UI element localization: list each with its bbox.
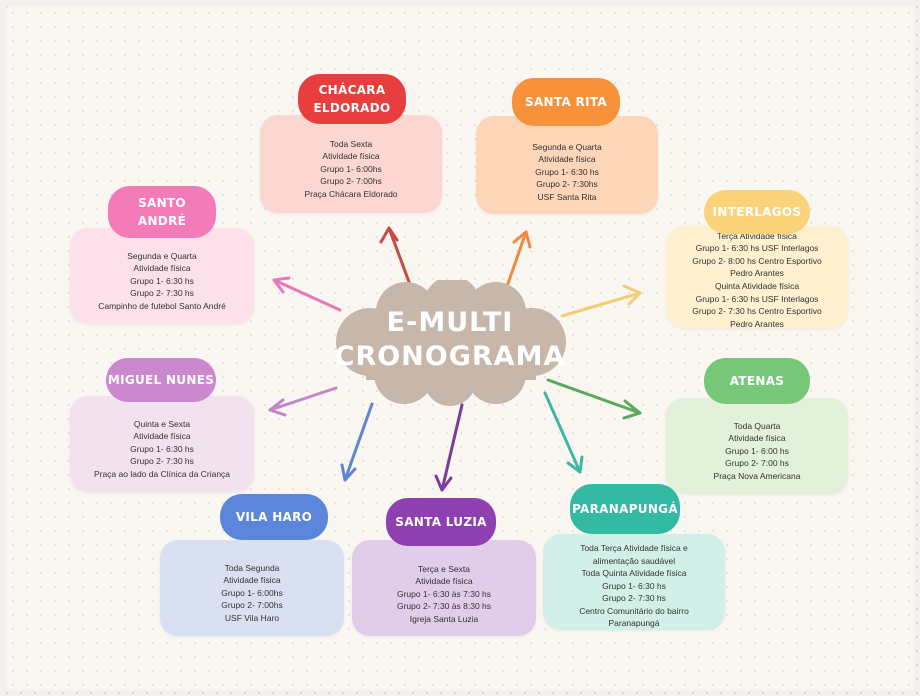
card-line: Atividade física (133, 263, 191, 274)
card-line: Grupo 2- 7:30 hs (130, 456, 194, 467)
card-line: Grupo 1- 6:30 às 7:30 hs (396, 588, 492, 599)
card-line: Grupo 1- 6:00hs (221, 587, 283, 598)
tag-interlagos: INTERLAGOS (704, 190, 810, 234)
card-line: Atividade física (133, 431, 191, 442)
card-line: Grupo 2- 7:00hs (320, 176, 382, 187)
card-santa-rita: Segunda e Quarta Atividade física Grupo … (476, 116, 658, 214)
card-line: Segunda e Quarta (532, 141, 602, 152)
tag-label: SANTA LUZIA (395, 515, 487, 529)
card-line: Toda Segunda (224, 562, 280, 573)
card-paranapunga: Toda Terça Atividade física e alimentaçã… (543, 534, 725, 630)
tag-label: ATENAS (729, 374, 785, 388)
arrow-to-vila-haro (340, 402, 374, 482)
tag-santa-rita: SANTA RITA (512, 78, 620, 126)
tag-label: ANDRÉ (137, 214, 187, 228)
card-line: Grupo 2- 7:30 às 8:30 hs (396, 601, 492, 612)
card-line: Pedro Arantes (730, 318, 784, 329)
tag-miguel-nunes: MIGUEL NUNES (106, 358, 216, 402)
card-atenas: Toda Quarta Atividade física Grupo 1- 6:… (666, 398, 848, 494)
card-interlagos: Terça Atividade física Grupo 1- 6:30 hs … (666, 226, 848, 329)
card-line: Atividade física (415, 576, 473, 587)
card-line: USF Santa Rita (537, 191, 597, 202)
arrow-to-santa-luzia (434, 403, 464, 492)
tag-label: CHÁCARA (318, 83, 386, 97)
card-line: Grupo 1- 6:00hs (320, 163, 382, 174)
card-line: Paranapungá (608, 618, 660, 629)
card-line: Grupo 2- 8:00 hs Centro Esportivo (692, 255, 822, 266)
card-line: Campinho de futebol Santo André (98, 300, 226, 311)
tag-label: ELDORADO (313, 101, 391, 115)
tag-label: MIGUEL NUNES (107, 373, 215, 387)
card-line: Grupo 2- 7:30 hs Centro Esportivo (692, 306, 822, 317)
card-line: Grupo 2- 7:00hs (221, 600, 283, 611)
card-line: Grupo 1- 6:30 hs (602, 580, 666, 591)
arrow-to-miguel-nunes (268, 386, 338, 417)
center-title-line1: E-MULTI (386, 307, 514, 338)
card-santo-andre: Segunda e Quarta Atividade física Grupo … (70, 228, 254, 324)
card-line: Grupo 1- 6:30 hs (535, 166, 599, 177)
card-line: Praça Nova Americana (713, 470, 801, 481)
card-line: Toda Quarta (733, 420, 781, 431)
card-line: Terça e Sexta (418, 563, 470, 574)
tag-label: PARANAPUNGÁ (572, 502, 678, 516)
card-line: Igreja Santa Luzia (409, 613, 479, 624)
tag-label: INTERLAGOS (712, 205, 802, 219)
card-line: Atividade física (223, 575, 281, 586)
card-line: Grupo 2- 7:30 hs (602, 593, 666, 604)
card-line: Centro Comunitário do bairro (579, 605, 689, 616)
card-line: Segunda e Quarta (127, 250, 197, 261)
tag-label: SANTO (138, 196, 186, 210)
arrow-to-interlagos (560, 284, 642, 318)
card-line: Praça ao lado da Clínica da Criança (93, 468, 231, 479)
arrow-to-santa-rita (503, 230, 532, 294)
card-chacara-eldorado: Toda Sexta Atividade física Grupo 1- 6:0… (260, 115, 442, 213)
tag-vila-haro: VILA HARO (220, 494, 328, 540)
card-line: Grupo 1- 6:30 hs USF Interlagos (695, 293, 819, 304)
tag-label: SANTA RITA (525, 95, 607, 109)
card-miguel-nunes: Quinta e Sexta Atividade física Grupo 1-… (70, 396, 254, 492)
card-line: Terça Atividade física (717, 230, 797, 241)
card-line: Toda Terça Atividade física e (580, 542, 688, 553)
card-line: Quinta e Sexta (133, 418, 191, 429)
card-line: Praça Chácara Eldorado (304, 188, 398, 199)
center-title-line2: CRONOGRAMA (334, 341, 566, 372)
card-line: Grupo 2- 7:30hs (536, 179, 598, 190)
card-line: Grupo 1- 6:30 hs (130, 443, 194, 454)
card-line: Grupo 1- 6:30 hs USF Interlagos (695, 243, 819, 254)
tag-chacara-eldorado: CHÁCARA ELDORADO (298, 74, 406, 124)
card-line: Grupo 1- 6:30 hs (130, 275, 194, 286)
card-line: Toda Sexta (329, 138, 373, 149)
card-line: USF Vila Haro (224, 612, 280, 623)
card-line: Grupo 2- 7:30 hs (130, 288, 194, 299)
tag-atenas: ATENAS (704, 358, 810, 404)
card-line: Atividade física (322, 151, 380, 162)
center-title: E-MULTI CRONOGRAMA (330, 306, 570, 374)
arrow-to-chacara-eldorado (379, 226, 414, 292)
arrow-to-paranapunga (543, 391, 584, 474)
card-santa-luzia: Terça e Sexta Atividade física Grupo 1- … (352, 540, 536, 636)
card-line: alimentação saudável (592, 555, 676, 566)
card-line: Pedro Arantes (730, 268, 784, 279)
tag-santa-luzia: SANTA LUZIA (386, 498, 496, 546)
card-line: Toda Quinta Atividade física (581, 568, 687, 579)
arrow-to-atenas (546, 378, 642, 420)
card-line: Grupo 2- 7:00 hs (725, 458, 789, 469)
tag-label: VILA HARO (235, 510, 313, 524)
center-cloud-shape (336, 280, 566, 406)
card-line: Atividade física (538, 154, 596, 165)
card-line: Grupo 1- 6:00 hs (725, 445, 789, 456)
card-line: Quinta Atividade física (714, 281, 800, 291)
arrow-to-santo-andre (272, 276, 342, 312)
tag-paranapunga: PARANAPUNGÁ (570, 484, 680, 534)
card-line: Atividade física (728, 433, 786, 444)
card-vila-haro: Toda Segunda Atividade física Grupo 1- 6… (160, 540, 344, 636)
tag-santo-andre: SANTO ANDRÉ (108, 186, 216, 238)
